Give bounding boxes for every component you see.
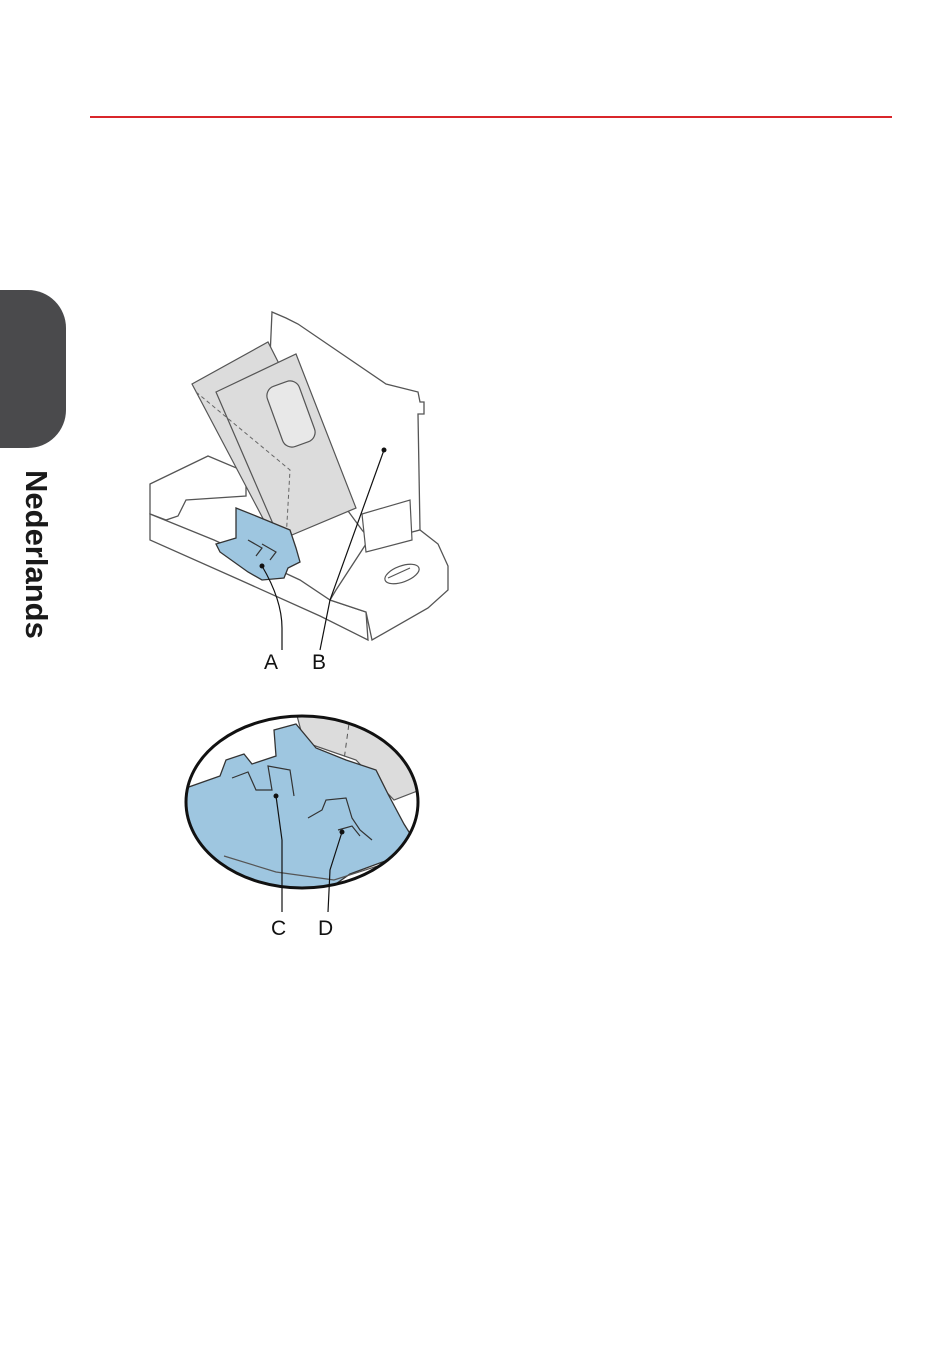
callout-c-label: C	[271, 918, 286, 940]
detail-zoom-illustration	[0, 0, 950, 960]
callout-d-label: D	[318, 918, 333, 940]
